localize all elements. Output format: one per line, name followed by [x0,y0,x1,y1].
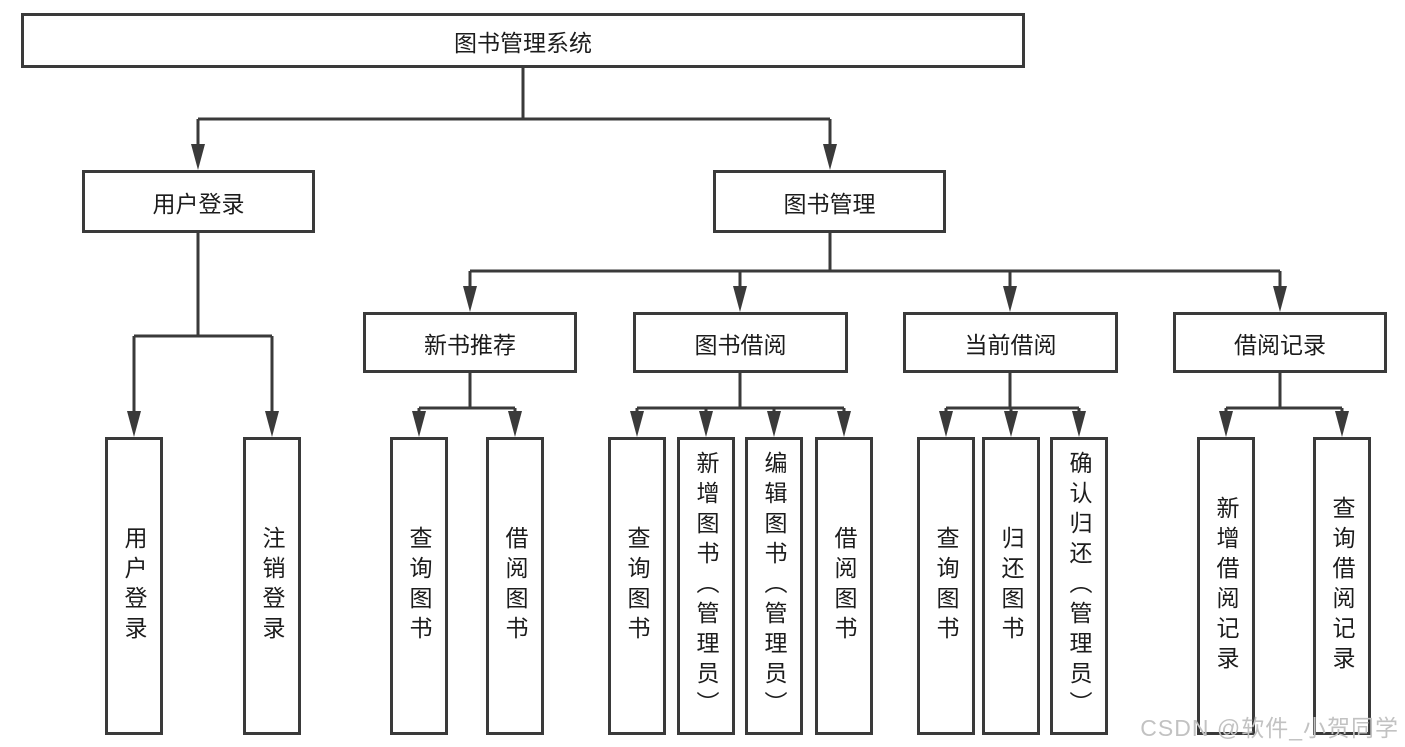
node-leaf-return-books: 归还图书 [982,437,1040,735]
node-new-book-recommend: 新书推荐 [363,312,577,373]
arrowheads [127,144,1349,437]
edge-root-to-level2 [196,68,832,162]
node-library-system: 图书管理系统 [21,13,1025,68]
node-leaf-confirm-return-admin: 确认归还（管理员） [1050,437,1108,735]
node-leaf-query-books-borrowing: 查询图书 [608,437,666,735]
node-borrow-records: 借阅记录 [1173,312,1387,373]
node-leaf-edit-books-admin: 编辑图书（管理员） [745,437,803,735]
csdn-watermark: CSDN @软件_小贺同学 [1140,715,1399,741]
node-leaf-query-books-current: 查询图书 [917,437,975,735]
node-leaf-query-borrow-record: 查询借阅记录 [1313,437,1371,735]
node-current-borrowing: 当前借阅 [903,312,1118,373]
edge-bookborrow-to-leaves [635,373,846,430]
node-leaf-borrow-books-recommend: 借阅图书 [486,437,544,735]
edge-userlogin-to-leaves [132,233,274,430]
edge-newbook-to-leaves [417,373,517,430]
node-leaf-logout: 注销登录 [243,437,301,735]
node-leaf-add-borrow-record: 新增借阅记录 [1197,437,1255,735]
node-leaf-query-books-recommend: 查询图书 [390,437,448,735]
node-leaf-user-login: 用户登录 [105,437,163,735]
node-leaf-borrow-books-borrowing: 借阅图书 [815,437,873,735]
edge-bookmgmt-to-level3 [468,233,1282,305]
node-user-login: 用户登录 [82,170,315,233]
node-book-borrowing: 图书借阅 [633,312,848,373]
edge-records-to-leaves [1224,373,1344,430]
node-leaf-add-books-admin: 新增图书（管理员） [677,437,735,735]
node-book-management: 图书管理 [713,170,946,233]
